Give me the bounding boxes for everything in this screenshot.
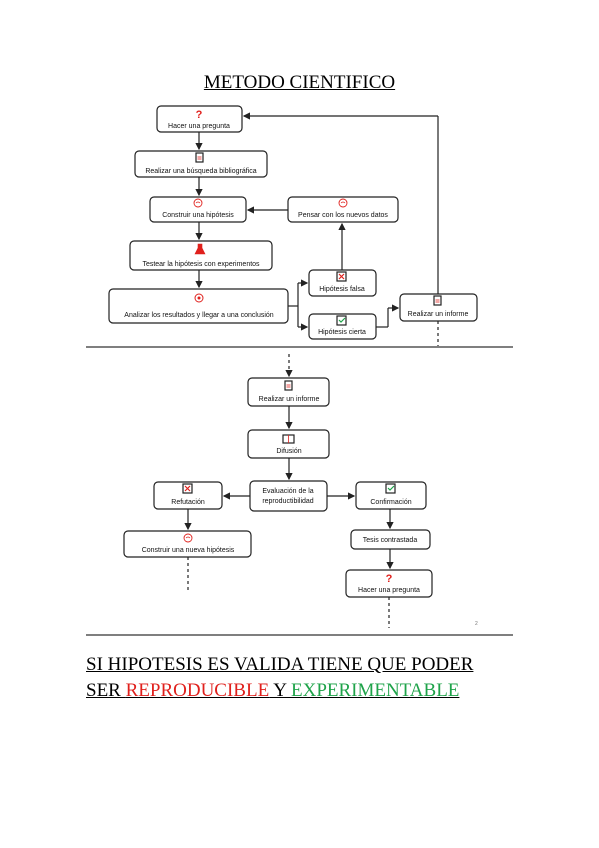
experimentable-highlight: EXPERIMENTABLE [291,680,460,701]
node-pensar-datos: Pensar con los nuevos datos [287,196,399,223]
node-label-line2: reproductibilidad [262,498,313,505]
page-title: METODO CIENTIFICO [203,72,396,93]
node-label: Tesis contrastada [363,537,418,544]
node-label: Realizar un informe [408,311,469,318]
node-label: Hacer una pregunta [358,587,420,594]
node-label: Pensar con los nuevos datos [298,212,388,219]
node-difusion: Difusión [247,429,330,459]
node-label: Confirmación [370,499,411,506]
footer-line-2-start: SER [86,680,126,701]
document-icon [195,152,204,163]
node-label: Construir una hipótesis [162,212,234,219]
node-label: Realizar un informe [259,396,320,403]
node-label: Difusión [276,448,301,455]
flask-icon [194,243,206,255]
node-evaluacion: Evaluación de la reproductibilidad [249,480,328,512]
node-label: Hacer una pregunta [168,123,230,130]
footer-statement: SI HIPOTESIS ES VALIDA TIENE QUE PODER S… [86,652,546,704]
node-label-line1: Evaluación de la [262,488,313,495]
node-label: Construir una nueva hipótesis [142,547,235,554]
node-busqueda-bibliografica: Realizar una búsqueda bibliográfica [134,150,268,178]
gear-bulb-icon [194,293,204,303]
node-hipotesis-cierta: Hipótesis cierta [308,313,377,340]
node-tesis-contrastada: Tesis contrastada [350,529,431,550]
cross-box-icon [182,483,193,494]
node-label: Testear la hipótesis con experimentos [142,261,260,268]
node-hipotesis-falsa: Hipótesis falsa [308,269,377,297]
question-icon: ? [386,573,393,585]
page-number: 2 [475,621,478,627]
footer-line-2: SER REPRODUCIBLE Y EXPERIMENTABLE [86,678,546,704]
node-realizar-informe-2: Realizar un informe [247,377,330,407]
node-label: Realizar una búsqueda bibliográfica [145,168,256,175]
node-label: Analizar los resultados y llegar a una c… [124,312,274,319]
node-label: Hipótesis falsa [319,286,365,293]
check-box-icon [336,315,347,326]
node-analizar-resultados: Analizar los resultados y llegar a una c… [108,288,289,324]
node-nueva-hipotesis: Construir una nueva hipótesis [123,530,252,558]
node-label: Hipótesis cierta [318,329,366,336]
node-label: Refutación [171,499,205,506]
node-hacer-pregunta: ? Hacer una pregunta [156,105,243,133]
footer-line-2-mid: Y [269,680,291,701]
node-realizar-informe: Realizar un informe [399,293,478,322]
footer-line-1: SI HIPOTESIS ES VALIDA TIENE QUE PODER [86,654,474,675]
question-icon: ? [196,109,203,121]
brain-icon [193,198,203,208]
brain-icon [338,198,348,208]
check-box-icon [385,483,396,494]
reproducible-highlight: REPRODUCIBLE [125,680,270,701]
document-icon [284,380,293,391]
node-hacer-pregunta-2: ? Hacer una pregunta [345,569,433,598]
document-icon [433,295,442,306]
cross-box-icon [336,271,347,282]
node-construir-hipotesis: Construir una hipótesis [149,196,247,223]
brain-icon [183,533,193,543]
book-icon [282,434,295,444]
node-refutacion: Refutación [153,481,223,510]
node-confirmacion: Confirmación [355,481,427,510]
node-testear-hipotesis: Testear la hipótesis con experimentos [129,240,273,271]
